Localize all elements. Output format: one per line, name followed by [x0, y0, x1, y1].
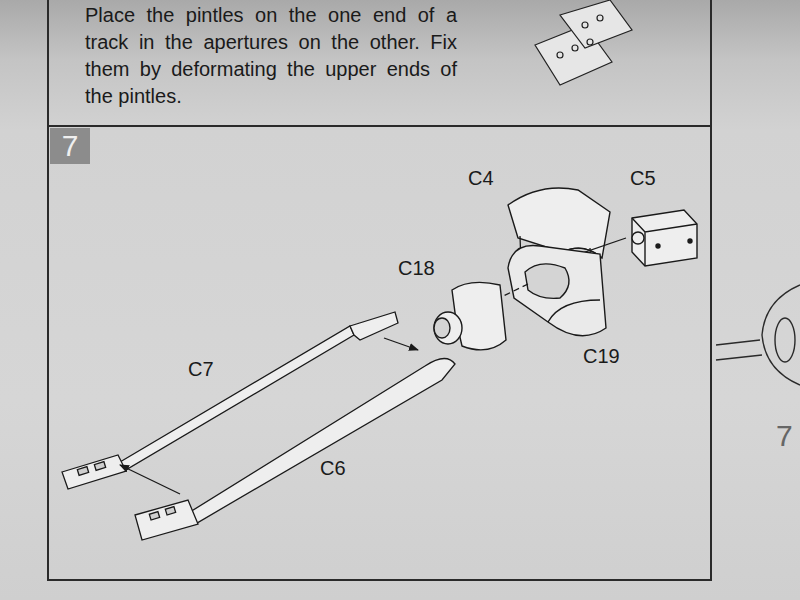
part-number: C7 [188, 357, 214, 381]
part-number: C18 [398, 256, 435, 280]
step-number: 7 [62, 131, 79, 161]
assembly-arrow [120, 465, 180, 494]
part-c5 [632, 210, 697, 266]
part-c18 [434, 282, 506, 349]
part-number: C19 [583, 344, 620, 368]
step-box: 7 [50, 128, 90, 164]
assembly-arrow [384, 338, 418, 350]
track-icon [535, 0, 632, 85]
part-c19 [508, 245, 606, 335]
page-frame [48, 0, 711, 581]
part-number: C5 [630, 166, 656, 190]
next-step-illustration [716, 285, 800, 385]
part-number: C6 [320, 456, 346, 480]
part-c7 [62, 312, 398, 489]
step-number: 7 [776, 418, 793, 454]
part-number: C4 [468, 166, 494, 190]
instruction-text: Place the pintles on the one end of a tr… [85, 2, 457, 110]
part-c6 [135, 358, 455, 540]
